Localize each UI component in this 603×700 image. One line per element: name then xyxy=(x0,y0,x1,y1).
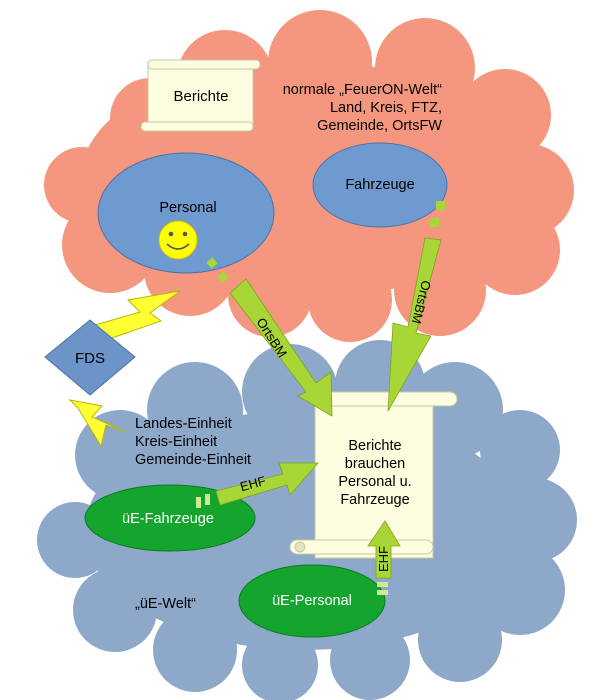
feueron-description-line-3: Gemeinde, OrtsFW xyxy=(317,118,442,134)
ue-personal-label: üE-Personal xyxy=(272,593,352,609)
center-scroll: Berichte brauchen Personal u. Fahrzeuge xyxy=(289,391,458,559)
personal-label: Personal xyxy=(159,200,216,216)
fahrzeuge-node: Fahrzeuge xyxy=(312,142,448,228)
center-scroll-line-3: Personal u. xyxy=(338,474,411,490)
center-scroll-line-4: Fahrzeuge xyxy=(340,492,409,508)
ehf-arrow-bottom-label: EHF xyxy=(376,546,391,572)
lightning-bolt-icon xyxy=(68,399,127,448)
ue-world-label: „üE-Welt“ xyxy=(135,596,196,612)
ehf-arrow-left: EHF xyxy=(196,462,319,508)
personal-node: Personal xyxy=(97,152,275,274)
center-scroll-line-1: Berichte xyxy=(348,438,401,454)
berichte-scroll: Berichte xyxy=(140,59,261,132)
unit-line-1: Landes-Einheit xyxy=(135,416,232,432)
fahrzeuge-label: Fahrzeuge xyxy=(345,177,414,193)
ehf-arrow-left-label: EHF xyxy=(238,473,267,494)
ue-personal-node: üE-Personal xyxy=(238,564,386,638)
ue-fahrzeuge-label: üE-Fahrzeuge xyxy=(122,511,214,527)
unit-line-3: Gemeinde-Einheit xyxy=(135,452,251,468)
feueron-description-line-2: Land, Kreis, FTZ, xyxy=(330,100,442,116)
feueron-description-line-1: normale „FeuerON-Welt“ xyxy=(283,82,442,98)
lightning-bolt-icon xyxy=(94,290,181,340)
smiley-icon xyxy=(158,220,198,260)
berichte-scroll-label: Berichte xyxy=(173,88,228,105)
center-scroll-line-2: brauchen xyxy=(345,456,405,472)
fds-node: FDS xyxy=(44,319,136,396)
unit-line-2: Kreis-Einheit xyxy=(135,434,217,450)
fds-label: FDS xyxy=(75,350,105,367)
ue-fahrzeuge-node: üE-Fahrzeuge xyxy=(84,484,256,552)
ehf-arrow-bottom: EHF xyxy=(367,520,401,595)
